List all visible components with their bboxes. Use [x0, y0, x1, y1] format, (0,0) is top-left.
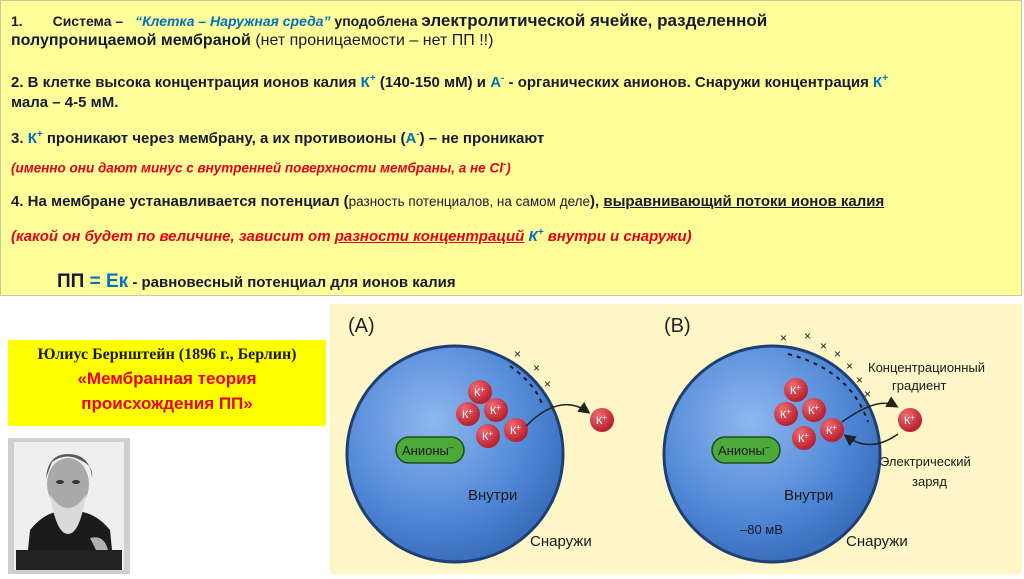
paragraph-2-line-1: 2. В клетке высока концентрация ионов ка… — [11, 73, 888, 91]
svg-text:×: × — [820, 339, 827, 353]
svg-text:×: × — [780, 331, 787, 345]
svg-text:×: × — [864, 387, 871, 401]
author-caption: Юлиус Бернштейн (1896 г., Берлин) «Мембр… — [8, 340, 326, 426]
inside-label-b: Внутри — [784, 487, 833, 504]
membrane-diagram-svg: (A) (B) × × × × × × × × × × — [330, 304, 1022, 574]
svg-text:×: × — [834, 347, 841, 361]
membrane-voltage: –80 мВ — [740, 522, 783, 537]
svg-text:×: × — [856, 373, 863, 387]
outside-label-b: Снаружи — [846, 533, 908, 550]
paragraph-1-line-2: полупроницаемой мембраной (нет проницаем… — [11, 32, 493, 50]
outside-label-a: Снаружи — [530, 533, 592, 550]
svg-text:×: × — [846, 359, 853, 373]
electric-charge-label-1: Электрический — [880, 454, 971, 469]
anions-label-a: Анионы– — [402, 442, 454, 458]
paragraph-2-line-2: мала – 4-5 мМ. — [11, 94, 118, 111]
membrane-diagram: (A) (B) × × × × × × × × × × — [330, 304, 1022, 574]
concentration-gradient-label-2: градиент — [892, 378, 946, 393]
anions-label-b: Анионы– — [718, 442, 770, 458]
author-name: Юлиус Бернштейн (1896 г., Берлин) — [8, 346, 326, 364]
svg-text:×: × — [544, 377, 551, 391]
bernstein-portrait — [8, 438, 130, 574]
theory-title-line-2: происхождения ПП» — [8, 393, 326, 414]
inside-label-a: Внутри — [468, 487, 517, 504]
panel-a-label: (A) — [348, 315, 375, 337]
text-panel: 1. Система – “Клетка – Наружная среда” у… — [0, 0, 1022, 296]
pp-definition: ПП = Ек - равновесный потенциал для ионо… — [57, 271, 456, 293]
svg-text:×: × — [804, 329, 811, 343]
paragraph-1-line-1: 1. Система – “Клетка – Наружная среда” у… — [11, 11, 767, 31]
concentration-gradient-label-1: Концентрационный — [868, 360, 985, 375]
paragraph-3: 3. К+ проникают через мембрану, а их про… — [11, 129, 544, 147]
svg-text:×: × — [514, 347, 521, 361]
panel-b-label: (B) — [664, 315, 691, 337]
theory-title-line-1: «Мембранная теория — [8, 368, 326, 389]
portrait-image — [8, 438, 130, 574]
paragraph-3-note: (именно они дают минус с внутренней пове… — [11, 159, 511, 176]
electric-charge-label-2: заряд — [912, 474, 947, 489]
paragraph-4: 4. На мембране устанавливается потенциал… — [11, 193, 884, 210]
paragraph-4-note: (какой он будет по величине, зависит от … — [11, 227, 692, 245]
svg-text:×: × — [533, 361, 540, 375]
